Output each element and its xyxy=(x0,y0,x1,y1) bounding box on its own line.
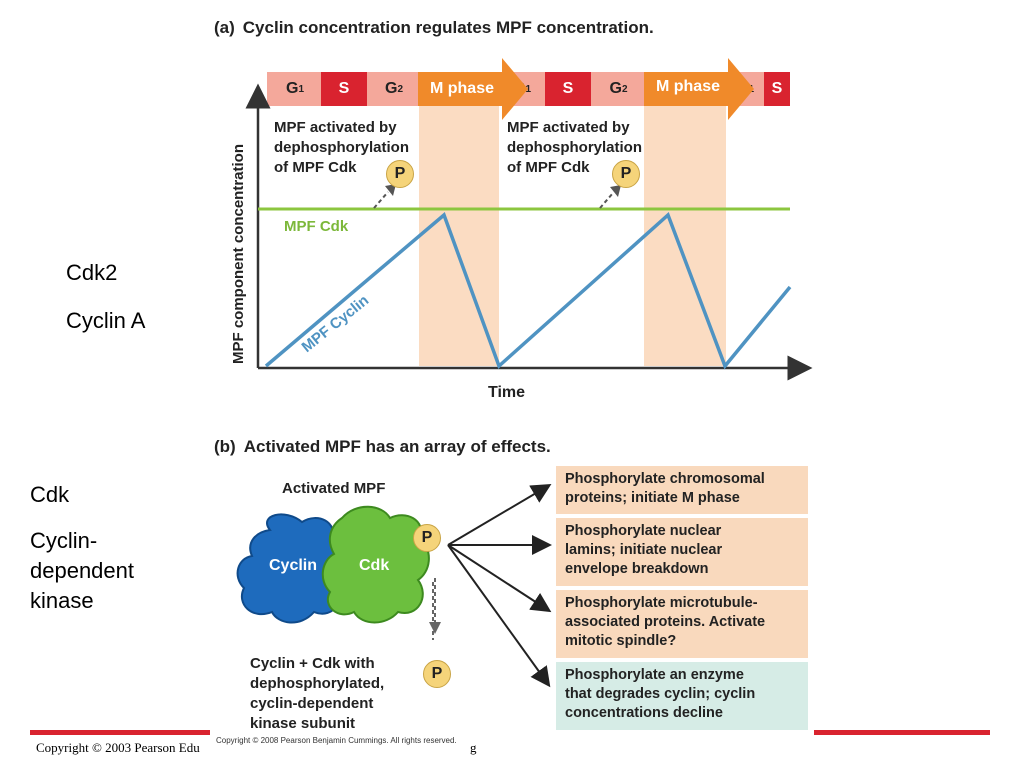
mpf-cyclin-line xyxy=(264,211,792,370)
label-cdk2: Cdk2 xyxy=(66,260,118,285)
label-dependent-line: dependent xyxy=(30,558,134,583)
phosphate-circle-attached: P xyxy=(413,524,441,552)
part-a-label: (a) xyxy=(214,18,235,37)
arrow-effect-4 xyxy=(447,544,551,688)
part-b-label: (b) xyxy=(214,437,236,456)
m-phase-band-2 xyxy=(644,106,726,366)
part-a-heading: (a) Cyclin concentration regulates MPF co… xyxy=(214,18,654,38)
cyclin-blob xyxy=(236,513,343,624)
m-phase-arrow-2 xyxy=(644,58,754,120)
phase-s: S xyxy=(545,72,591,106)
cyclin-label: Cyclin xyxy=(269,557,318,574)
label-cdk: Cdk xyxy=(30,482,70,507)
dashed-arrow-1 xyxy=(373,191,389,209)
arrow-effect-1 xyxy=(447,483,552,546)
mpf-complex-illustration xyxy=(236,505,434,640)
copyright-slide-trail: g xyxy=(470,740,477,755)
footer-rule-right xyxy=(814,730,990,735)
part-b-heading: (b) Activated MPF has an array of effects… xyxy=(214,437,551,457)
part-b-title: Activated MPF has an array of effects. xyxy=(243,437,551,456)
m-phase-band-1 xyxy=(419,106,499,366)
copyright-slide: Copyright © 2003 Pearson Edu xyxy=(36,740,200,755)
m-phase-arrow-1 xyxy=(418,58,528,120)
phosphate-circle-2: P xyxy=(612,160,640,188)
phase-s: S xyxy=(764,72,790,106)
dashed-arrow-2 xyxy=(599,192,614,209)
phase-m: M phase xyxy=(429,80,494,97)
release-arrow xyxy=(429,578,441,634)
phosphate-circle-released: P xyxy=(423,660,451,688)
label-cyclin-a: Cyclin A xyxy=(66,308,146,333)
activated-mpf-label: Activated MPF xyxy=(282,480,386,497)
phosphate-circle-1: P xyxy=(386,160,414,188)
dashed-arrowhead-1 xyxy=(385,184,396,196)
phase-m: M phase xyxy=(655,78,720,95)
phase-s: S xyxy=(321,72,367,106)
arrow-effect-3 xyxy=(447,544,552,613)
cdk-label: Cdk xyxy=(359,557,390,574)
mpf-cdk-label: MPF Cdk xyxy=(284,218,349,235)
x-axis-label: Time xyxy=(488,384,526,401)
copyright-figure: Copyright © 2008 Pearson Benjamin Cummin… xyxy=(216,736,457,745)
effect-box-microtubule: Phosphorylate microtubule-associated pro… xyxy=(556,590,808,658)
cdk-blob xyxy=(321,505,430,624)
label-kinase-line: kinase xyxy=(30,588,94,613)
footer-rule-left xyxy=(30,730,210,735)
dashed-arrowhead-2 xyxy=(610,185,621,197)
label-cyclin-line: Cyclin- xyxy=(30,528,98,553)
part-a-title: Cyclin concentration regulates MPF conce… xyxy=(242,18,654,37)
